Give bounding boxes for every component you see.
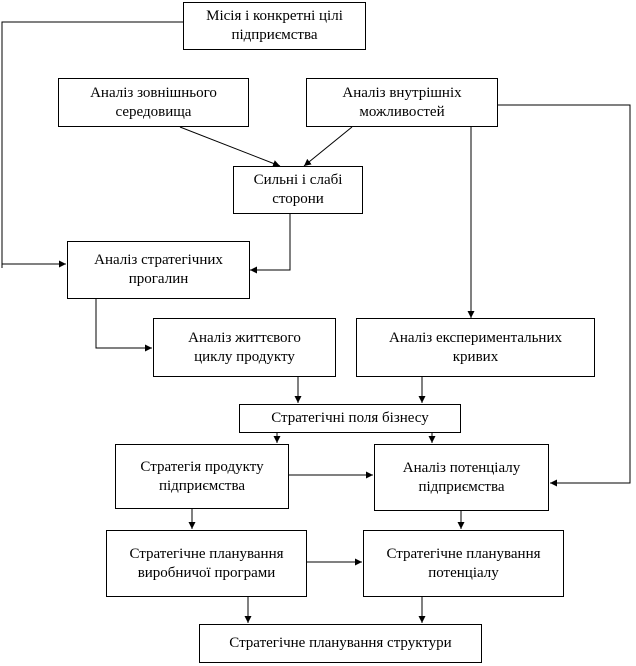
- box-internal-analysis: Аналіз внутрішніх можливостей: [306, 78, 498, 127]
- arrow-internal-to-swot: [303, 126, 353, 167]
- box-product-lifecycle: Аналіз життєвого циклу продукту: [153, 318, 336, 377]
- box-structure-planning: Стратегічне планування структури: [199, 624, 482, 663]
- arrow-external-to-swot: [179, 126, 281, 167]
- arrow-gaps-to-lifecycle: [95, 299, 152, 352]
- arrow-internal-to-potential: [498, 104, 631, 487]
- box-potential-planning: Стратегічне планування потенціалу: [363, 530, 564, 597]
- box-production-planning: Стратегічне планування виробничої програ…: [106, 530, 307, 597]
- box-strengths-weaknesses: Сильні і слабі сторони: [233, 166, 363, 214]
- box-business-fields: Стратегічні поля бізнесу: [239, 404, 461, 433]
- box-potential-analysis: Аналіз потенціалу підприємства: [374, 444, 549, 511]
- box-mission: Місія і конкретні цілі підприємства: [183, 2, 366, 50]
- arrow-swot-to-gaps: [250, 214, 291, 274]
- box-product-strategy: Стратегія продукту підприємства: [115, 444, 289, 509]
- box-experimental-curves: Аналіз експериментальних кривих: [356, 318, 595, 377]
- arrow-mission-to-gaps: [1, 21, 183, 268]
- box-external-analysis: Аналіз зовнішнього середовища: [58, 78, 249, 127]
- box-strategic-gaps: Аналіз стратегічних прогалин: [67, 241, 250, 299]
